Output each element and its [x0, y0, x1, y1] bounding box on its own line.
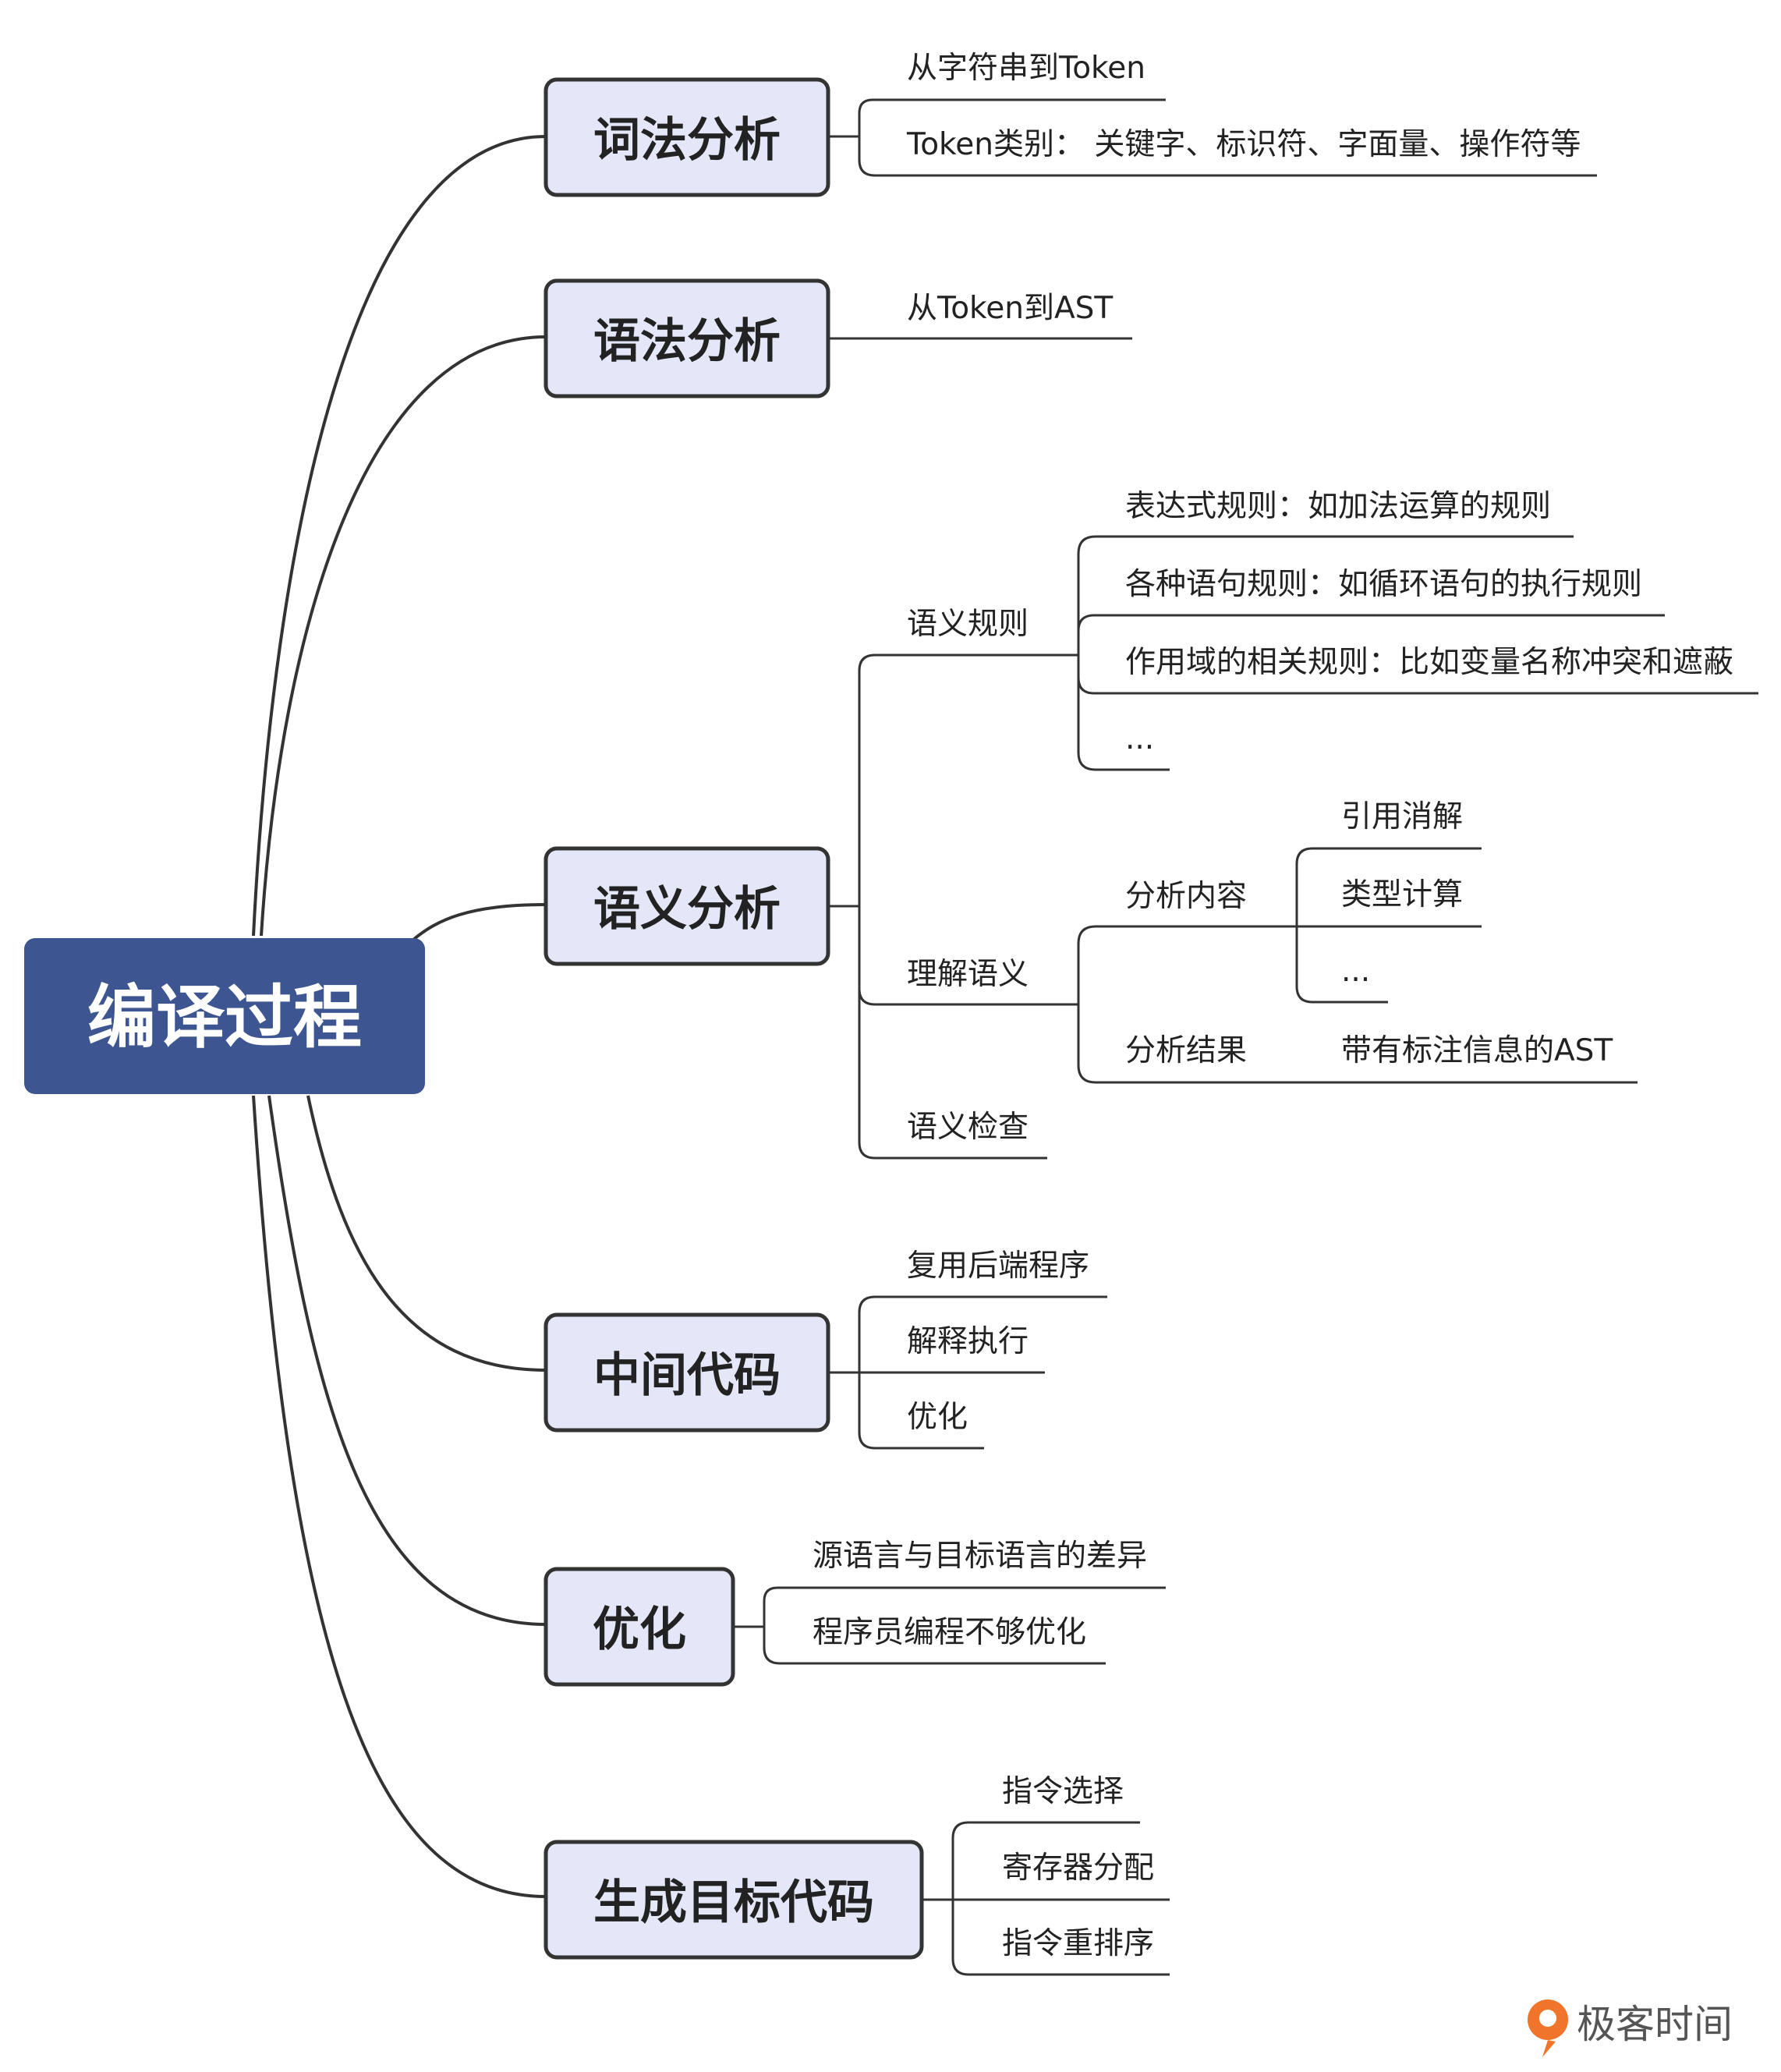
leaf-ir-1: 解释执行 — [907, 1324, 1029, 1359]
node-semantic-check: 语义检查 — [907, 1110, 1029, 1145]
root-label: 编译过程 — [87, 977, 362, 1057]
root-node[interactable]: 编译过程 — [24, 938, 425, 1094]
node-analysis-result: 分析结果 — [1125, 1033, 1247, 1068]
leaf-content-2: ... — [1341, 954, 1370, 989]
leaf-result-0: 带有标注信息的AST — [1341, 1033, 1613, 1068]
semantic-connectors — [828, 535, 1758, 1160]
leaf-codegen-2: 指令重排序 — [1002, 1926, 1154, 1961]
opt-connectors — [733, 1586, 1166, 1665]
node-analysis-content: 分析内容 — [1125, 879, 1247, 914]
leaf-rule-3: ... — [1125, 721, 1154, 756]
connector-root-syntax — [260, 335, 547, 937]
branch-semantic-label: 语义分析 — [593, 882, 781, 937]
codegen-connectors — [922, 1821, 1170, 1976]
leaf-content-0: 引用消解 — [1341, 799, 1463, 834]
leaf-lexical-1: Token类别： 关键字、标识符、字面量、操作符等 — [906, 127, 1581, 162]
leaf-opt-0: 源语言与目标语言的差异 — [813, 1539, 1147, 1574]
branch-codegen-label: 生成目标代码 — [593, 1875, 874, 1930]
lexical-connectors — [828, 98, 1597, 177]
connector-root-codegen — [252, 1095, 547, 1898]
geektime-logo-icon — [1528, 1999, 1568, 2057]
branch-ir-label: 中间代码 — [593, 1348, 781, 1403]
connector-root-lexical — [252, 135, 547, 937]
connector-root-opt — [267, 1095, 547, 1626]
connector-root-ir — [306, 1095, 547, 1372]
watermark-label: 极客时间 — [1577, 2002, 1733, 2047]
node-understand-semantics: 理解语义 — [907, 957, 1029, 992]
root-connectors — [252, 135, 547, 1898]
leaf-codegen-1: 寄存器分配 — [1002, 1851, 1154, 1886]
leaf-rule-0: 表达式规则：如加法运算的规则 — [1125, 489, 1551, 524]
leaf-opt-1: 程序员编程不够优化 — [813, 1615, 1086, 1650]
node-semantic-rules: 语义规则 — [907, 607, 1029, 642]
leaf-ir-0: 复用后端程序 — [907, 1249, 1089, 1284]
leaf-lexical-0: 从字符串到Token — [907, 51, 1145, 86]
branch-codegen[interactable]: 生成目标代码 — [544, 1840, 924, 1960]
ir-connectors — [828, 1295, 1107, 1450]
branch-syntax[interactable]: 语法分析 — [544, 278, 830, 398]
connector-root-semantic — [412, 903, 547, 941]
leaf-rule-1: 各种语句规则：如循环语句的执行规则 — [1125, 567, 1642, 602]
leaf-ir-2: 优化 — [907, 1400, 968, 1435]
leaf-codegen-0: 指令选择 — [1002, 1774, 1124, 1809]
leaf-rule-2: 作用域的相关规则：比如变量名称冲突和遮蔽 — [1125, 645, 1733, 680]
branch-semantic[interactable]: 语义分析 — [544, 846, 830, 966]
leaf-content-1: 类型计算 — [1341, 877, 1463, 912]
branch-ir[interactable]: 中间代码 — [544, 1312, 830, 1433]
leaf-syntax-0: 从Token到AST — [907, 291, 1113, 326]
branch-lexical[interactable]: 词法分析 — [544, 77, 830, 197]
branch-opt[interactable]: 优化 — [544, 1567, 735, 1687]
watermark: 极客时间 — [1528, 1999, 1733, 2057]
branch-lexical-label: 词法分析 — [593, 113, 781, 168]
branch-syntax-label: 语法分析 — [593, 314, 781, 369]
branch-opt-label: 优化 — [593, 1603, 686, 1657]
